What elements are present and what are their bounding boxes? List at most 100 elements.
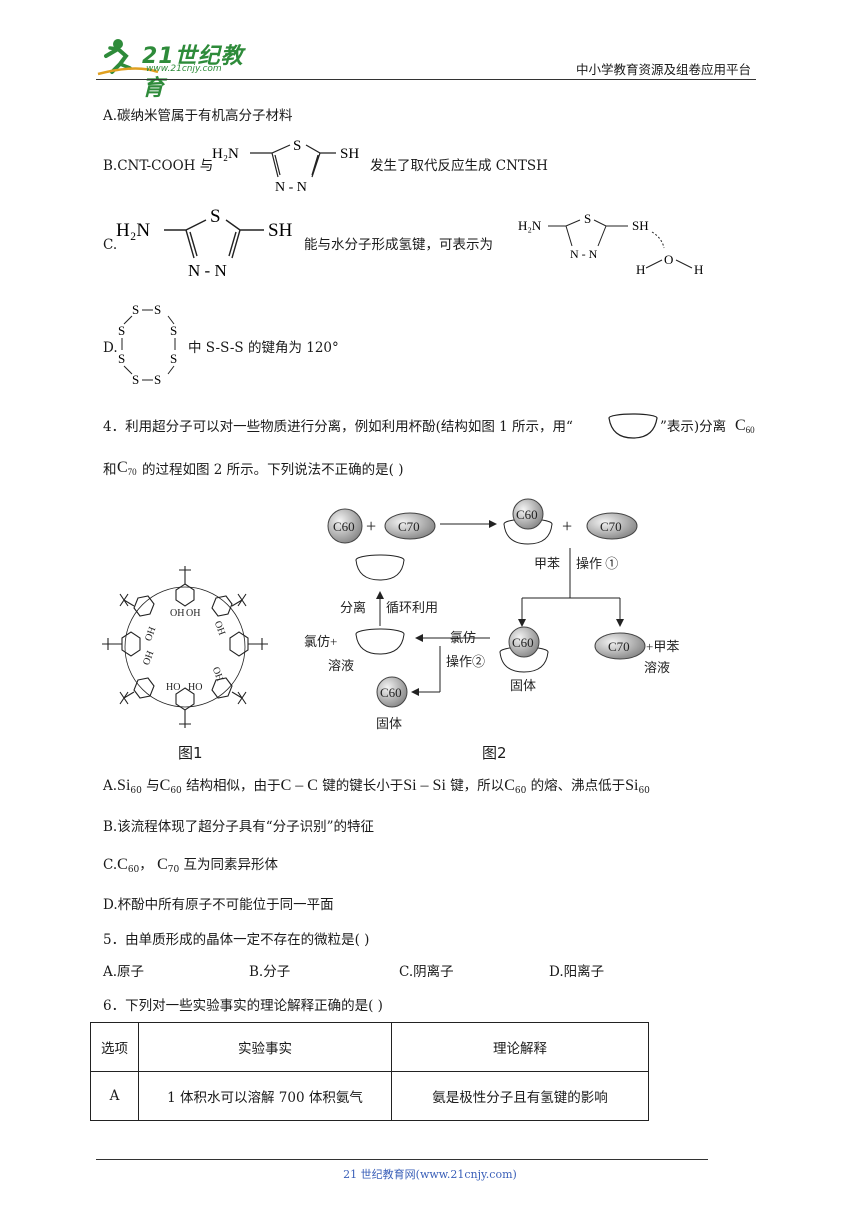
- s-label: S: [210, 206, 221, 227]
- hydrogen-bond-structure: H₂N S SH N - N H O H: [518, 211, 703, 277]
- logo-url: www.21cnjy.com: [146, 64, 222, 74]
- q3-option-d-pre: D.: [103, 340, 118, 356]
- operation-1-label: 操作 ①: [576, 556, 618, 571]
- q4-c70-inline: C70: [117, 459, 137, 477]
- svg-text:OH: OH: [143, 625, 158, 642]
- svg-text:OH: OH: [210, 666, 225, 683]
- c70-ball-3: C70: [608, 639, 630, 654]
- figure-2-label: 图2: [482, 744, 507, 762]
- q5-option-c: C.阴离子: [399, 964, 454, 980]
- row-explanation: 氨是极性分子且有氢键的影响: [391, 1071, 649, 1121]
- footer-rule: [96, 1159, 708, 1160]
- q3-option-a: A.碳纳米管属于有机高分子材料: [103, 108, 293, 124]
- header-option: 选项: [90, 1022, 139, 1072]
- q4-stem-line2-pre: 和: [103, 462, 117, 478]
- q3-option-c-pre: C.: [103, 237, 118, 253]
- c70-ball-2: C70: [600, 519, 622, 534]
- svg-text:S: S: [170, 351, 177, 366]
- q4-option-b: B.该流程体现了超分子具有“分子识别”的特征: [103, 819, 375, 835]
- q4-option-c: C.C60， C70 互为同素异形体: [103, 856, 278, 875]
- c70-ball-1: C70: [398, 519, 420, 534]
- svg-text:S: S: [118, 323, 125, 338]
- thiadiazole-molecule-c: H₂N S SH N - N: [116, 206, 293, 280]
- separate-label: 分离: [340, 600, 366, 615]
- chloroform-plus-label: 氯仿+: [304, 634, 337, 649]
- q3-option-c-mid: 能与水分子形成氢键，可表示为: [304, 237, 493, 253]
- c60-in-bowl-2: C60: [512, 635, 534, 650]
- s-label: S: [293, 138, 301, 154]
- h-label-left: H: [636, 262, 645, 277]
- c60-ball-final: C60: [380, 685, 402, 700]
- svg-text:S: S: [132, 302, 139, 317]
- svg-text:HO: HO: [188, 682, 202, 693]
- q4-option-d: D.杯酚中所有原子不可能位于同一平面: [103, 897, 334, 913]
- svg-text:+: +: [562, 516, 572, 536]
- q4-option-a: A.Si60 与C60 结构相似，由于C – C 键的键长小于Si – Si 键…: [103, 777, 650, 796]
- c60-ball-1: C60: [333, 519, 355, 534]
- q4-c60-inline: C60: [735, 417, 755, 435]
- q3-option-b-post: 发生了取代反应生成 CNTSH: [370, 158, 548, 174]
- recycle-label: 循环利用: [386, 600, 438, 615]
- solid-label-2: 固体: [376, 716, 402, 731]
- s-label: S: [584, 211, 591, 226]
- h-label-right: H: [694, 262, 703, 277]
- logo-text: 21世纪教育: [142, 44, 244, 101]
- q5-option-b: B.分子: [249, 964, 291, 980]
- q4-stem-line1-pre: 4．利用超分子可以对一些物质进行分离，例如利用杯酚(结构如图 1 所示，用“: [103, 419, 573, 435]
- svg-text:S: S: [154, 302, 161, 317]
- svg-text:S: S: [118, 351, 125, 366]
- q6-table: 选项 实验事实 理论解释 A 1 体积水可以溶解 700 体积氨气 氨是极性分子…: [90, 1022, 649, 1121]
- sh-label: SH: [340, 146, 359, 162]
- header-logo: 21世纪教育 www.21cnjy.com: [96, 34, 266, 101]
- q3-option-d-post: 中 S-S-S 的键角为 120°: [188, 340, 339, 356]
- operation-2-label: 操作②: [446, 654, 485, 669]
- plus-toluene-label: +甲苯: [646, 639, 679, 654]
- q3-option-b-pre: B.CNT-COOH 与: [103, 158, 214, 174]
- h2n-label: H₂N: [212, 146, 239, 162]
- svg-text:OH: OH: [141, 649, 156, 666]
- sh-label: SH: [268, 220, 293, 241]
- header-fact: 实验事实: [138, 1022, 392, 1072]
- svg-text:S: S: [170, 323, 177, 338]
- svg-text:+: +: [366, 516, 376, 536]
- q4-stem-line2-post: 的过程如图 2 所示。下列说法不正确的是( ): [142, 462, 404, 478]
- toluene-label: 甲苯: [534, 556, 560, 571]
- q6-stem: 6．下列对一些实验事实的理论解释正确的是( ): [103, 998, 383, 1014]
- svg-text:OH: OH: [170, 608, 184, 619]
- q4-stem-line1-post: ”表示)分离: [660, 419, 727, 435]
- bowl-icon: [608, 413, 658, 439]
- solution-label-2: 溶液: [644, 660, 670, 675]
- svg-text:S: S: [132, 372, 139, 387]
- header-explanation: 理论解释: [391, 1022, 649, 1072]
- row-fact: 1 体积水可以溶解 700 体积氨气: [138, 1071, 392, 1121]
- runner-logo-icon: [97, 39, 159, 76]
- nn-label: N - N: [570, 247, 598, 261]
- nn-label: N - N: [275, 180, 307, 195]
- nn-label: N - N: [188, 261, 227, 280]
- h2n-label: H₂N: [518, 218, 542, 233]
- table-row: A 1 体积水可以溶解 700 体积氨气 氨是极性分子且有氢键的影响: [90, 1071, 649, 1121]
- header-rule: [96, 79, 756, 80]
- q5-option-a: A.原子: [103, 964, 145, 980]
- row-option: A: [90, 1071, 139, 1121]
- c60-in-bowl-1: C60: [516, 507, 538, 522]
- header-right-text: 中小学教育资源及组卷应用平台: [576, 62, 752, 77]
- q5-stem: 5．由单质形成的晶体一定不存在的微粒是( ): [103, 932, 370, 948]
- table-header-row: 选项 实验事实 理论解释: [90, 1022, 649, 1072]
- figure-1-label: 图1: [178, 744, 203, 762]
- thiadiazole-molecule-b: H₂N S SH N - N: [212, 138, 359, 195]
- h2n-label: H₂N: [116, 220, 150, 241]
- solution-label-1: 溶液: [328, 658, 354, 673]
- svg-text:HO: HO: [166, 682, 180, 693]
- svg-text:OH: OH: [212, 620, 227, 637]
- sh-label: SH: [632, 218, 649, 233]
- footer-text: 21 世纪教育网(www.21cnjy.com): [343, 1168, 517, 1181]
- separation-flowchart: C60 + C70 C60 + C70 甲苯 操作 ① 分离 循环利用 氯仿+ …: [304, 498, 679, 731]
- svg-text:S: S: [154, 372, 161, 387]
- svg-text:OH: OH: [186, 608, 200, 619]
- solid-label-1: 固体: [510, 678, 536, 693]
